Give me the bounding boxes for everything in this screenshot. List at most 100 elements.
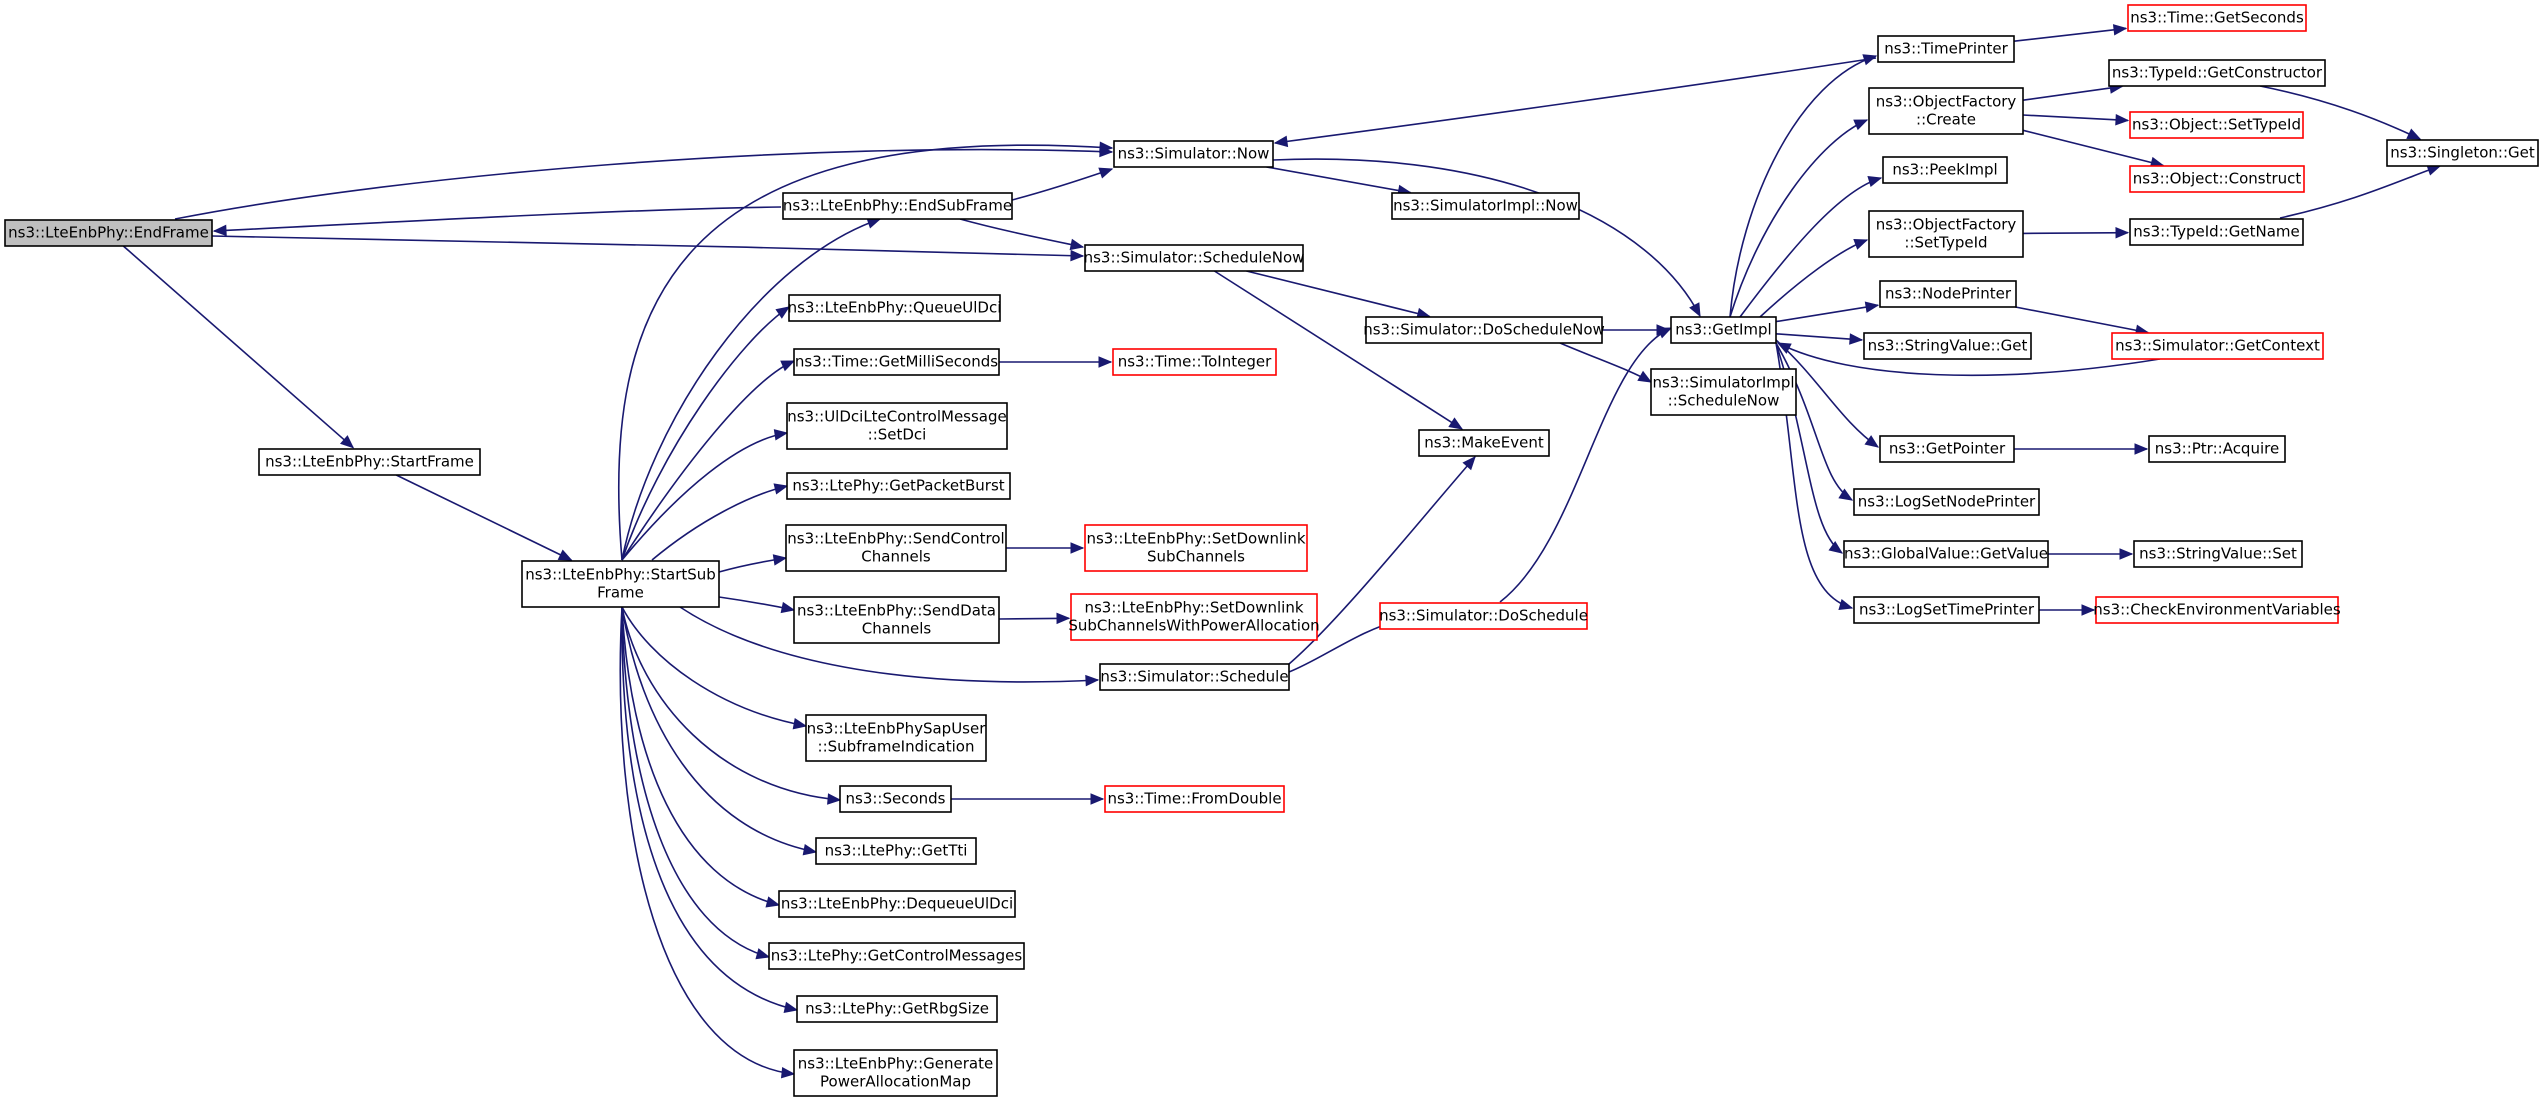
node-objectconstruct[interactable]: ns3::Object::Construct xyxy=(2129,165,2305,193)
node-fromdouble[interactable]: ns3::Time::FromDouble xyxy=(1104,785,1285,813)
node-label: Frame xyxy=(597,584,644,602)
node-getimpl[interactable]: ns3::GetImpl xyxy=(1670,316,1777,344)
node-box xyxy=(2129,218,2304,246)
node-label: ns3::GlobalValue::GetValue xyxy=(1844,545,2048,563)
node-toInteger[interactable]: ns3::Time::ToInteger xyxy=(1112,348,1277,376)
node-logsettimeprinter[interactable]: ns3::LogSetTimePrinter xyxy=(1853,596,2040,624)
node-setdci[interactable]: ns3::UlDciLteControlMessage::SetDci xyxy=(786,402,1008,450)
node-gettti[interactable]: ns3::LtePhy::GetTti xyxy=(815,837,977,865)
node-label: ns3::MakeEvent xyxy=(1424,434,1544,452)
node-ptracquire[interactable]: ns3::Ptr::Acquire xyxy=(2148,435,2286,463)
node-objectsettypeid[interactable]: ns3::Object::SetTypeId xyxy=(2129,111,2304,139)
edge-arrowhead xyxy=(1853,119,1869,131)
edge-arrowhead xyxy=(1689,302,1701,318)
node-logsetnodeprinter[interactable]: ns3::LogSetNodePrinter xyxy=(1853,488,2040,516)
node-makeevent[interactable]: ns3::MakeEvent xyxy=(1418,429,1550,457)
node-simnow[interactable]: ns3::Simulator::Now xyxy=(1113,140,1274,168)
node-timeprinter[interactable]: ns3::TimePrinter xyxy=(1877,35,2015,63)
node-label: ns3::Simulator::Now xyxy=(1118,145,1270,163)
node-label: ns3::GetPointer xyxy=(1889,440,2006,458)
node-stringvalueget[interactable]: ns3::StringValue::Get xyxy=(1863,332,2032,360)
node-seconds[interactable]: ns3::Seconds xyxy=(839,785,952,813)
node-label: ns3::LtePhy::GetTti xyxy=(825,842,968,860)
node-singletonget[interactable]: ns3::Singleton::Get xyxy=(2386,139,2539,167)
edge-typeidgetname-to-singletonget xyxy=(2279,164,2442,219)
node-stringvalueset[interactable]: ns3::StringValue::Set xyxy=(2133,540,2303,568)
edge-line xyxy=(1775,304,1879,323)
node-checkenv[interactable]: ns3::CheckEnvironmentVariables xyxy=(2093,596,2341,624)
node-globalvaluegetvalue[interactable]: ns3::GlobalValue::GetValue xyxy=(1843,540,2049,568)
node-label: ::SubframeIndication xyxy=(818,738,975,756)
edge-arrowhead xyxy=(1462,456,1476,471)
edge-line xyxy=(651,485,788,561)
node-generatepowermap[interactable]: ns3::LteEnbPhy::GeneratePowerAllocationM… xyxy=(793,1049,998,1097)
node-getmilliseconds[interactable]: ns3::Time::GetMilliSeconds xyxy=(793,348,1000,376)
node-getrbgsize[interactable]: ns3::LtePhy::GetRbgSize xyxy=(796,995,998,1023)
edge-arrowhead xyxy=(1828,541,1844,554)
node-queueuldci[interactable]: ns3::LteEnbPhy::QueueUlDci xyxy=(788,294,1002,322)
node-box xyxy=(1843,540,2049,568)
node-label: ns3::ObjectFactory xyxy=(1876,216,2017,234)
edge-arrowhead xyxy=(2119,548,2134,560)
node-typeidgetname[interactable]: ns3::TypeId::GetName xyxy=(2129,218,2304,246)
edge-line xyxy=(619,606,795,1075)
node-startframe[interactable]: ns3::LteEnbPhy::StartFrame xyxy=(258,448,481,476)
edge-arrowhead xyxy=(557,549,573,561)
edge-getmilliseconds-to-toInteger xyxy=(999,356,1113,368)
edge-arrowhead xyxy=(792,718,808,730)
node-getpacketburst[interactable]: ns3::LtePhy::GetPacketBurst xyxy=(786,472,1011,500)
node-getcontrolmessages[interactable]: ns3::LtePhy::GetControlMessages xyxy=(768,942,1025,970)
node-objfactorycreate[interactable]: ns3::ObjectFactory::Create xyxy=(1868,87,2024,135)
node-label: ns3::Time::FromDouble xyxy=(1107,790,1281,808)
node-box xyxy=(805,714,987,762)
node-box xyxy=(1877,35,2015,63)
node-box xyxy=(788,294,1001,322)
node-simgetcontext[interactable]: ns3::Simulator::GetContext xyxy=(2111,332,2324,360)
edge-arrowhead xyxy=(1838,488,1854,501)
node-subframeindication[interactable]: ns3::LteEnbPhySapUser::SubframeIndicatio… xyxy=(805,714,987,762)
node-typeidgetconstructor[interactable]: ns3::TypeId::GetConstructor xyxy=(2108,59,2326,87)
node-doschedulenow[interactable]: ns3::Simulator::DoScheduleNow xyxy=(1363,316,1605,344)
edge-arrowhead xyxy=(773,429,789,441)
node-box xyxy=(1879,435,2015,463)
node-box xyxy=(1084,524,1308,572)
node-getpointer[interactable]: ns3::GetPointer xyxy=(1879,435,2015,463)
edge-line xyxy=(213,206,782,232)
node-nodeprinter[interactable]: ns3::NodePrinter xyxy=(1879,280,2017,308)
node-endsubframe[interactable]: ns3::LteEnbPhy::EndSubFrame xyxy=(782,192,1013,220)
node-box xyxy=(2133,540,2303,568)
edge-objfactorysettypeid-to-typeidgetname xyxy=(2022,226,2130,239)
node-box xyxy=(1113,140,1274,168)
edge-startsubframe-to-simnow xyxy=(617,141,1114,561)
edge-arrowhead xyxy=(1853,238,1869,250)
node-label: ns3::Time::ToInteger xyxy=(1118,353,1272,371)
node-timegetseconds[interactable]: ns3::Time::GetSeconds xyxy=(2127,4,2307,32)
edge-nodeprinter-to-simgetcontext xyxy=(2015,306,2150,336)
node-dequeueuldci[interactable]: ns3::LteEnbPhy::DequeueUlDci xyxy=(778,890,1016,918)
edge-arrowhead xyxy=(780,601,796,614)
node-simimplnow[interactable]: ns3::SimulatorImpl::Now xyxy=(1391,192,1580,220)
node-doschedule[interactable]: ns3::Simulator::DoSchedule xyxy=(1379,602,1588,630)
node-label: Channels xyxy=(861,548,931,566)
node-simschedulenow[interactable]: ns3::Simulator::ScheduleNow xyxy=(1084,244,1305,272)
node-setdownlinkpower[interactable]: ns3::LteEnbPhy::SetDownlinkSubChannelsWi… xyxy=(1068,593,1320,641)
edge-arrowhead xyxy=(1056,612,1071,625)
node-endframe[interactable]: ns3::LteEnbPhy::EndFrame xyxy=(4,219,213,247)
edge-line xyxy=(621,432,788,561)
node-objfactorysettypeid[interactable]: ns3::ObjectFactory::SetTypeId xyxy=(1868,210,2024,258)
node-label: ns3::UlDciLteControlMessage xyxy=(787,408,1007,426)
edge-line xyxy=(621,606,780,906)
edge-line xyxy=(959,218,1084,248)
node-box xyxy=(2108,59,2326,87)
node-box xyxy=(1670,316,1777,344)
node-simschedule[interactable]: ns3::Simulator::Schedule xyxy=(1099,663,1290,691)
node-simimplschedulenow[interactable]: ns3::SimulatorImpl::ScheduleNow xyxy=(1650,368,1797,416)
node-label: ns3::Object::Construct xyxy=(2133,170,2302,188)
edge-endframe-to-simschedulenow xyxy=(211,235,1085,262)
edge-line xyxy=(1777,342,2161,377)
node-peekimpl[interactable]: ns3::PeekImpl xyxy=(1882,156,2008,184)
